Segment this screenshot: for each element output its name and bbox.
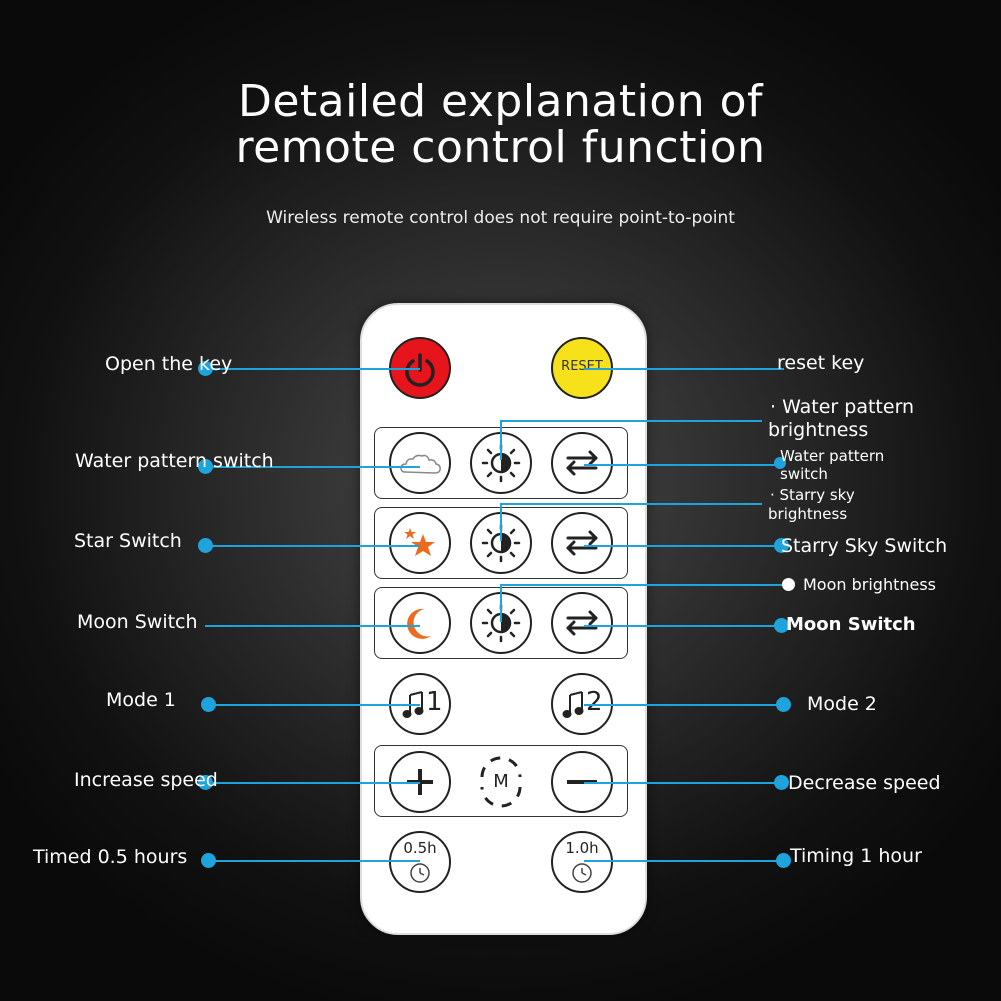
callout-line: [208, 860, 420, 862]
callout-dot: [201, 697, 216, 712]
music-note-icon: [562, 691, 584, 718]
label-water-pattern-switch-line1: Water pattern: [780, 447, 885, 465]
label-water-pattern-switch-line2: switch: [780, 465, 828, 483]
moon-brightness-button[interactable]: [470, 592, 532, 654]
callout-line: [205, 545, 420, 547]
label-mode2: Mode 2: [807, 693, 877, 715]
label-open-key: Open the key: [105, 353, 233, 375]
callout-line: [500, 420, 762, 422]
callout-dot: [774, 618, 789, 633]
mode1-number: 1: [426, 687, 443, 717]
star-brightness-button[interactable]: [470, 512, 532, 574]
callout-line: [205, 466, 420, 468]
timer-one-hour-button[interactable]: 1.0h: [551, 831, 613, 893]
mode-cycle-label: M: [493, 771, 509, 792]
callout-line: [500, 584, 785, 586]
label-moon-brightness: Moon brightness: [803, 575, 937, 594]
label-timed-half: Timed 0.5 hours: [33, 846, 188, 868]
label-mode1: Mode 1: [106, 689, 176, 711]
callout-line: [584, 782, 784, 784]
moon-icon: [407, 608, 431, 639]
stars-icon: [404, 528, 435, 556]
callout-line: [584, 464, 784, 466]
callout-line: [500, 503, 502, 541]
callout-dot: [201, 853, 216, 868]
callout-dot: [774, 538, 789, 553]
cycle-arrows-icon: [480, 756, 522, 808]
mode2-number: 2: [586, 687, 603, 717]
timer-one-label: 1.0h: [565, 839, 599, 857]
callout-line: [584, 545, 784, 547]
callout-line: [500, 420, 502, 460]
timer-half-label: 0.5h: [403, 839, 437, 857]
callout-dot: [198, 538, 213, 553]
label-water-brightness-line1: · Water pattern: [770, 396, 915, 418]
water-pattern-button[interactable]: [389, 432, 451, 494]
swap-arrows-icon: [566, 530, 598, 556]
label-moon-switch-left: Moon Switch: [77, 611, 198, 633]
label-moon-switch-right: Moon Switch: [786, 614, 916, 635]
callout-dot: [198, 459, 213, 474]
timer-half-hour-button[interactable]: 0.5h: [389, 831, 451, 893]
label-starry-switch: Starry Sky Switch: [781, 535, 948, 557]
callout-line: [205, 368, 420, 370]
label-timing-hour: Timing 1 hour: [790, 845, 922, 867]
decrease-speed-button[interactable]: [551, 751, 613, 813]
callout-dot: [198, 775, 213, 790]
speed-row-group: [374, 745, 628, 817]
callout-dot: [774, 775, 789, 790]
callout-line: [500, 584, 502, 622]
callout-dot: [774, 457, 786, 469]
callout-dot: [776, 697, 791, 712]
callout-line: [584, 860, 784, 862]
water-switch-button[interactable]: [551, 432, 613, 494]
page-title-line2: remote control function: [235, 122, 766, 173]
callout-line: [584, 368, 784, 370]
label-water-switch: Water pattern switch: [75, 450, 274, 472]
swap-arrows-icon: [566, 610, 598, 636]
callout-line: [584, 704, 784, 706]
music-note-icon: [402, 691, 424, 718]
page-title-line1: Detailed explanation of: [237, 76, 764, 127]
label-decrease-speed: Decrease speed: [788, 772, 941, 794]
plus-icon: [407, 769, 433, 795]
callout-line: [205, 625, 420, 627]
minus-icon: [567, 780, 597, 784]
clock-icon: [572, 863, 592, 883]
callout-line: [208, 704, 420, 706]
callout-dot: [782, 578, 795, 591]
label-starry-brightness-line2: brightness: [768, 505, 848, 523]
callout-dot: [776, 853, 791, 868]
brightness-icon: [481, 523, 521, 563]
brightness-icon: [481, 603, 521, 643]
mode-cycle-button[interactable]: M: [470, 751, 532, 813]
moon-button[interactable]: [389, 592, 451, 654]
cloud-icon: [400, 454, 441, 474]
label-increase-speed: Increase speed: [74, 769, 218, 791]
callout-dot: [198, 361, 213, 376]
reset-label: RESET: [561, 359, 603, 374]
brightness-icon: [481, 443, 521, 483]
callout-line: [584, 625, 784, 627]
star-button[interactable]: [389, 512, 451, 574]
label-reset-key: reset key: [777, 352, 865, 374]
starry-switch-button[interactable]: [551, 512, 613, 574]
label-starry-brightness-line1: · Starry sky: [770, 486, 855, 504]
callout-line: [205, 782, 420, 784]
label-star-switch: Star Switch: [74, 530, 182, 552]
page-subtitle: Wireless remote control does not require…: [266, 208, 735, 228]
clock-icon: [410, 863, 430, 883]
moon-switch-button[interactable]: [551, 592, 613, 654]
label-water-brightness-line2: brightness: [768, 419, 869, 441]
power-icon: [405, 353, 435, 387]
callout-line: [500, 503, 762, 505]
swap-arrows-icon: [566, 450, 598, 476]
